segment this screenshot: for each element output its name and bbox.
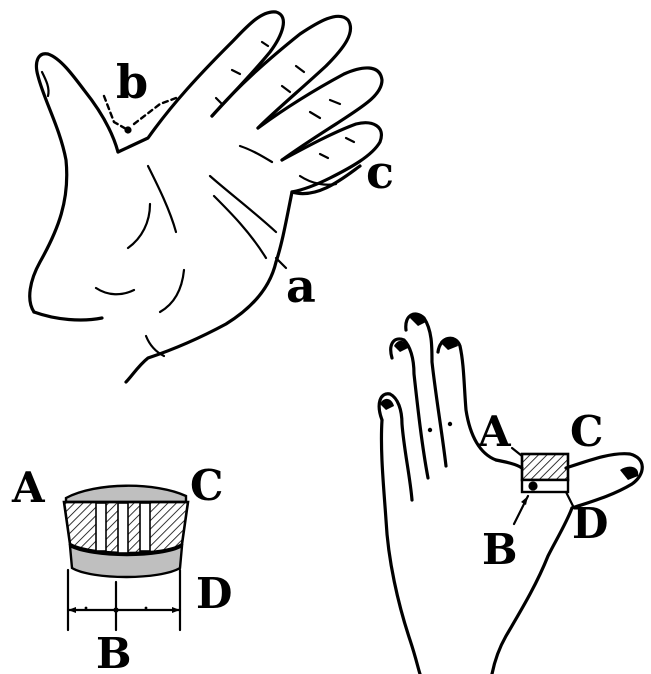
section-label-D: D [196, 569, 232, 618]
hand-label-B: B [482, 525, 518, 574]
label-b: b [116, 55, 148, 109]
hand-label-A: A [477, 407, 512, 456]
section-label-A: A [11, 463, 46, 512]
section-label-B: B [96, 629, 132, 674]
label-a: a [286, 259, 316, 313]
hand-label-D: D [572, 499, 608, 548]
hand-top-drawing [30, 12, 382, 382]
section-label-C: C [190, 461, 223, 510]
label-c: c [366, 145, 394, 199]
hand-label-C: C [570, 407, 603, 456]
hand-right-drawing [379, 313, 642, 674]
section-detail-drawing [64, 486, 188, 630]
